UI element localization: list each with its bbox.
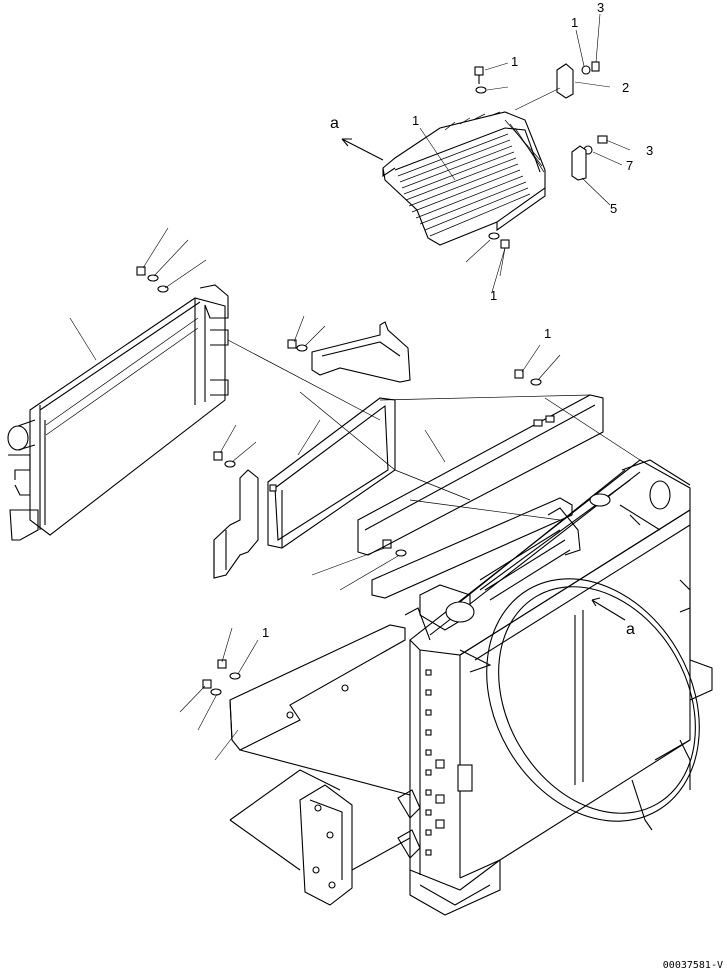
callout-label: 1 xyxy=(511,54,518,69)
bolt-head-icon xyxy=(287,339,297,349)
bolt-head-icon xyxy=(474,66,484,76)
oil-cooler-plate xyxy=(267,397,396,549)
callout-label: 5 xyxy=(610,201,617,216)
aftercooler-bolts xyxy=(69,227,207,361)
washer-icon xyxy=(296,344,308,352)
washer-icon xyxy=(475,86,487,94)
view-arrow-right: a xyxy=(591,597,635,638)
aftercooler-core xyxy=(7,284,229,541)
fan-ring xyxy=(486,578,700,822)
callout-label: 1 xyxy=(262,625,269,640)
guard-bracket-part xyxy=(556,63,574,99)
bolt-head-icon xyxy=(514,369,524,379)
drawing-code: 00037581-V xyxy=(663,960,723,971)
washer-icon xyxy=(395,549,407,557)
callout-label: 3 xyxy=(646,143,653,158)
callout-label: 3 xyxy=(597,0,604,15)
callout-label: 1 xyxy=(412,113,419,128)
washer-icon xyxy=(229,672,241,680)
washer-icon xyxy=(530,378,542,386)
callout-label: 2 xyxy=(622,80,629,95)
callout-label: 1 xyxy=(490,288,497,303)
bolt-head-icon xyxy=(213,451,223,461)
coolant-sensor xyxy=(649,480,671,510)
washer-icon xyxy=(147,274,159,282)
bolt-head-icon xyxy=(136,266,146,276)
cap-screw-icon xyxy=(591,61,600,72)
bolt-head-icon xyxy=(597,135,608,144)
bolt-head-icon xyxy=(202,679,212,689)
callout-label: 1 xyxy=(571,15,578,30)
radiator-guard-screen xyxy=(382,111,546,246)
callout-view-a-right: a xyxy=(626,621,635,638)
lower-cover-panel xyxy=(179,624,411,796)
lower-support-strip xyxy=(371,497,573,599)
leader-lines-top xyxy=(419,13,631,293)
guard-hardware xyxy=(474,61,608,249)
guard-clip-part xyxy=(571,145,587,181)
callout-label: 7 xyxy=(626,158,633,173)
radiator-shroud-frame xyxy=(404,459,713,916)
washer-icon xyxy=(488,232,500,240)
nut-icon xyxy=(581,65,591,75)
washer-icon xyxy=(210,688,222,696)
top-cover-bracket xyxy=(311,321,411,383)
bolt-head-icon xyxy=(217,659,227,669)
callout-labels: 1 3 1 2 3 7 5 1 1 1 1 xyxy=(262,0,653,640)
assembly-guide-lines xyxy=(227,339,641,521)
aftercooler-inlet-pipe xyxy=(7,425,29,451)
view-arrow-top: a xyxy=(330,115,384,161)
lower-mount-bracket xyxy=(229,769,421,906)
bolt-head-icon xyxy=(382,539,392,549)
callout-label: 1 xyxy=(544,326,551,341)
callout-view-a-top: a xyxy=(330,115,339,132)
side-mount-bracket xyxy=(213,469,259,579)
washer-icon xyxy=(224,460,236,468)
bolt-head-icon xyxy=(500,239,510,249)
center-bolts xyxy=(213,315,407,591)
